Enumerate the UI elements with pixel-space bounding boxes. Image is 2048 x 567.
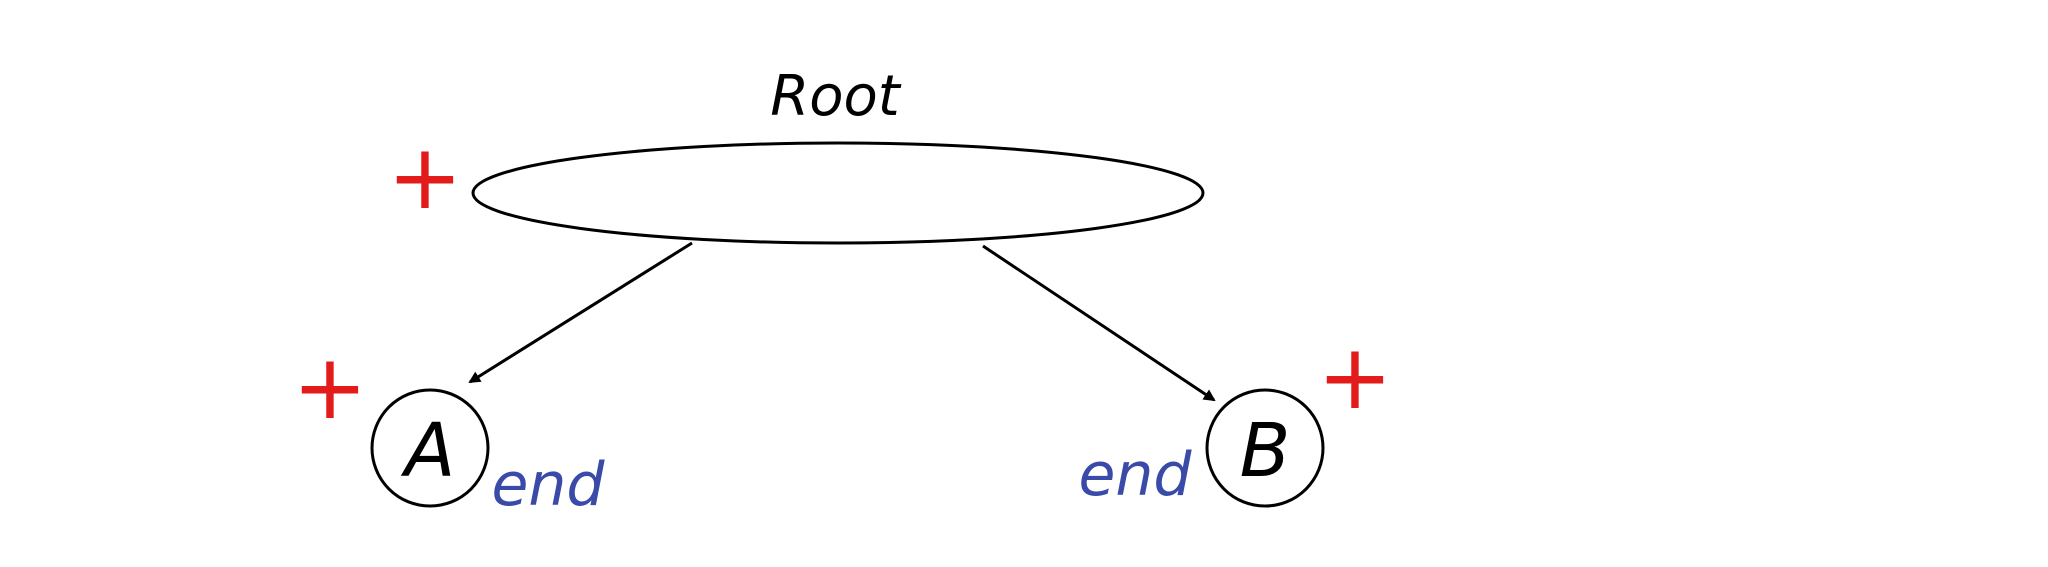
plus-mark-a: + <box>292 335 367 440</box>
edge-root-to-b <box>982 244 1216 402</box>
node-b-end-note: end <box>1078 440 1192 510</box>
node-a-label: A <box>401 408 456 494</box>
root-label: Root <box>770 64 901 129</box>
plus-mark-root: + <box>387 125 462 230</box>
node-a <box>370 388 490 508</box>
node-a-end-note: end <box>491 450 605 520</box>
root-node <box>471 141 1205 245</box>
plus-mark-b: + <box>1317 325 1392 430</box>
edge-root-to-a <box>468 241 693 384</box>
node-b-label: B <box>1240 408 1291 494</box>
node-b <box>1205 388 1325 508</box>
